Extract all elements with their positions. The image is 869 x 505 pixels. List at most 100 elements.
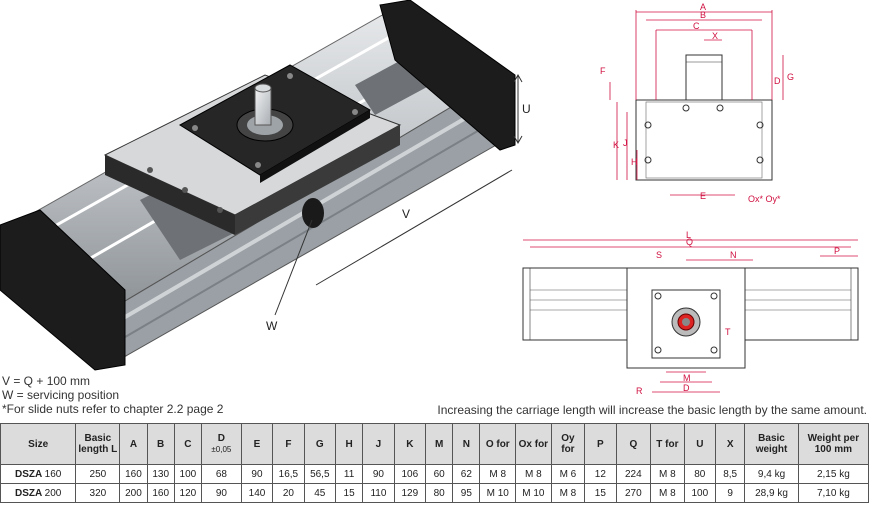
top-view-drawing: A B C X F G K J H E D Ox* Oy* — [600, 2, 794, 204]
svg-text:D: D — [774, 76, 781, 86]
note-v-formula: V = Q + 100 mm — [2, 374, 91, 388]
table-cell: 130 — [146, 464, 175, 484]
table-cell: 100 — [683, 483, 717, 503]
table-cell: 90 — [201, 483, 242, 503]
table-cell: 15 — [334, 483, 364, 503]
table-cell: 95 — [452, 483, 481, 503]
table-cell: M 10 — [515, 483, 552, 503]
svg-text:R: R — [636, 386, 643, 396]
column-header: P — [584, 423, 617, 465]
svg-text:B: B — [700, 10, 706, 20]
column-header: E — [240, 423, 274, 465]
svg-text:H: H — [631, 157, 638, 167]
svg-text:L: L — [686, 230, 691, 240]
column-header: Oy for — [550, 423, 586, 465]
column-header: F — [272, 423, 305, 465]
linear-actuator-drawing: U V W A B C X F — [0, 0, 859, 396]
svg-text:T: T — [725, 327, 731, 337]
actuator-render: U V W — [0, 0, 531, 371]
svg-text:C: C — [693, 21, 700, 31]
column-header: T for — [650, 423, 685, 465]
table-cell: 224 — [615, 464, 652, 484]
column-header: Weight per 100 mm — [797, 423, 869, 465]
svg-text:G: G — [787, 72, 794, 82]
svg-text:Ox* Oy*: Ox* Oy* — [748, 194, 781, 204]
svg-text:J: J — [623, 138, 628, 148]
table-cell: 45 — [303, 483, 337, 503]
column-header: B — [146, 423, 175, 465]
table-cell: 60 — [425, 464, 454, 484]
table-cell: 129 — [393, 483, 427, 503]
table-cell: M 6 — [550, 464, 586, 484]
table-cell: M 8 — [550, 483, 586, 503]
note-w-desc: W = servicing position — [2, 388, 120, 402]
column-header: X — [715, 423, 746, 465]
note-slide-nuts: *For slide nuts refer to chapter 2.2 pag… — [2, 402, 224, 416]
size-cell: DSZA 160 — [0, 464, 77, 484]
label-v: V — [402, 207, 410, 221]
table-cell: 90 — [240, 464, 274, 484]
table-cell: 9 — [715, 483, 746, 503]
column-header: O for — [479, 423, 517, 465]
table-cell: 270 — [615, 483, 652, 503]
table-cell: 28,9 kg — [744, 483, 799, 503]
table-cell: 140 — [240, 483, 274, 503]
column-header: D±0,05 — [201, 423, 242, 465]
table-cell: 16,5 — [272, 464, 305, 484]
table-cell: 320 — [75, 483, 121, 503]
column-header: Basic weight — [744, 423, 799, 465]
svg-text:K: K — [613, 140, 619, 150]
size-cell: DSZA 200 — [0, 483, 77, 503]
product-figure: U V W A B C X F — [0, 0, 859, 396]
column-header: K — [393, 423, 427, 465]
column-header: Q — [615, 423, 652, 465]
svg-text:P: P — [834, 246, 840, 256]
column-header: M — [425, 423, 454, 465]
svg-text:D: D — [683, 383, 690, 393]
svg-text:Q: Q — [686, 237, 693, 247]
table-cell: 110 — [362, 483, 395, 503]
table-cell: 250 — [75, 464, 121, 484]
table-cell: 80 — [683, 464, 717, 484]
svg-text:X: X — [712, 31, 718, 41]
table-cell: 8,5 — [715, 464, 746, 484]
column-header: Size — [0, 423, 77, 465]
table-cell: 200 — [119, 483, 148, 503]
table-cell: 90 — [362, 464, 395, 484]
table-cell: 62 — [452, 464, 481, 484]
table-cell: 11 — [334, 464, 364, 484]
table-cell: 160 — [146, 483, 175, 503]
column-header: J — [362, 423, 395, 465]
svg-text:F: F — [600, 66, 606, 76]
column-header: A — [119, 423, 148, 465]
column-header: G — [303, 423, 337, 465]
caption: Increasing the carriage length will incr… — [437, 403, 867, 417]
column-header: Basic length L — [75, 423, 121, 465]
table-cell: M 10 — [479, 483, 517, 503]
table-cell: M 8 — [479, 464, 517, 484]
table-cell: 106 — [393, 464, 427, 484]
column-header: U — [683, 423, 717, 465]
table-cell: 20 — [272, 483, 305, 503]
column-header: N — [452, 423, 481, 465]
table-cell: 12 — [584, 464, 617, 484]
table-cell: M 8 — [650, 464, 685, 484]
svg-text:N: N — [730, 250, 737, 260]
front-view-drawing: L Q N S P T R M D — [522, 230, 859, 396]
column-header: C — [173, 423, 203, 465]
label-u: U — [522, 102, 531, 116]
table-cell: 160 — [119, 464, 148, 484]
table-cell: 100 — [173, 464, 203, 484]
table-cell: 9,4 kg — [744, 464, 799, 484]
svg-text:E: E — [700, 191, 706, 201]
table-cell: 68 — [201, 464, 242, 484]
table-cell: 56,5 — [303, 464, 337, 484]
column-header: H — [334, 423, 364, 465]
svg-text:M: M — [683, 373, 691, 383]
table-cell: 2,15 kg — [797, 464, 869, 484]
svg-text:A: A — [700, 2, 706, 12]
